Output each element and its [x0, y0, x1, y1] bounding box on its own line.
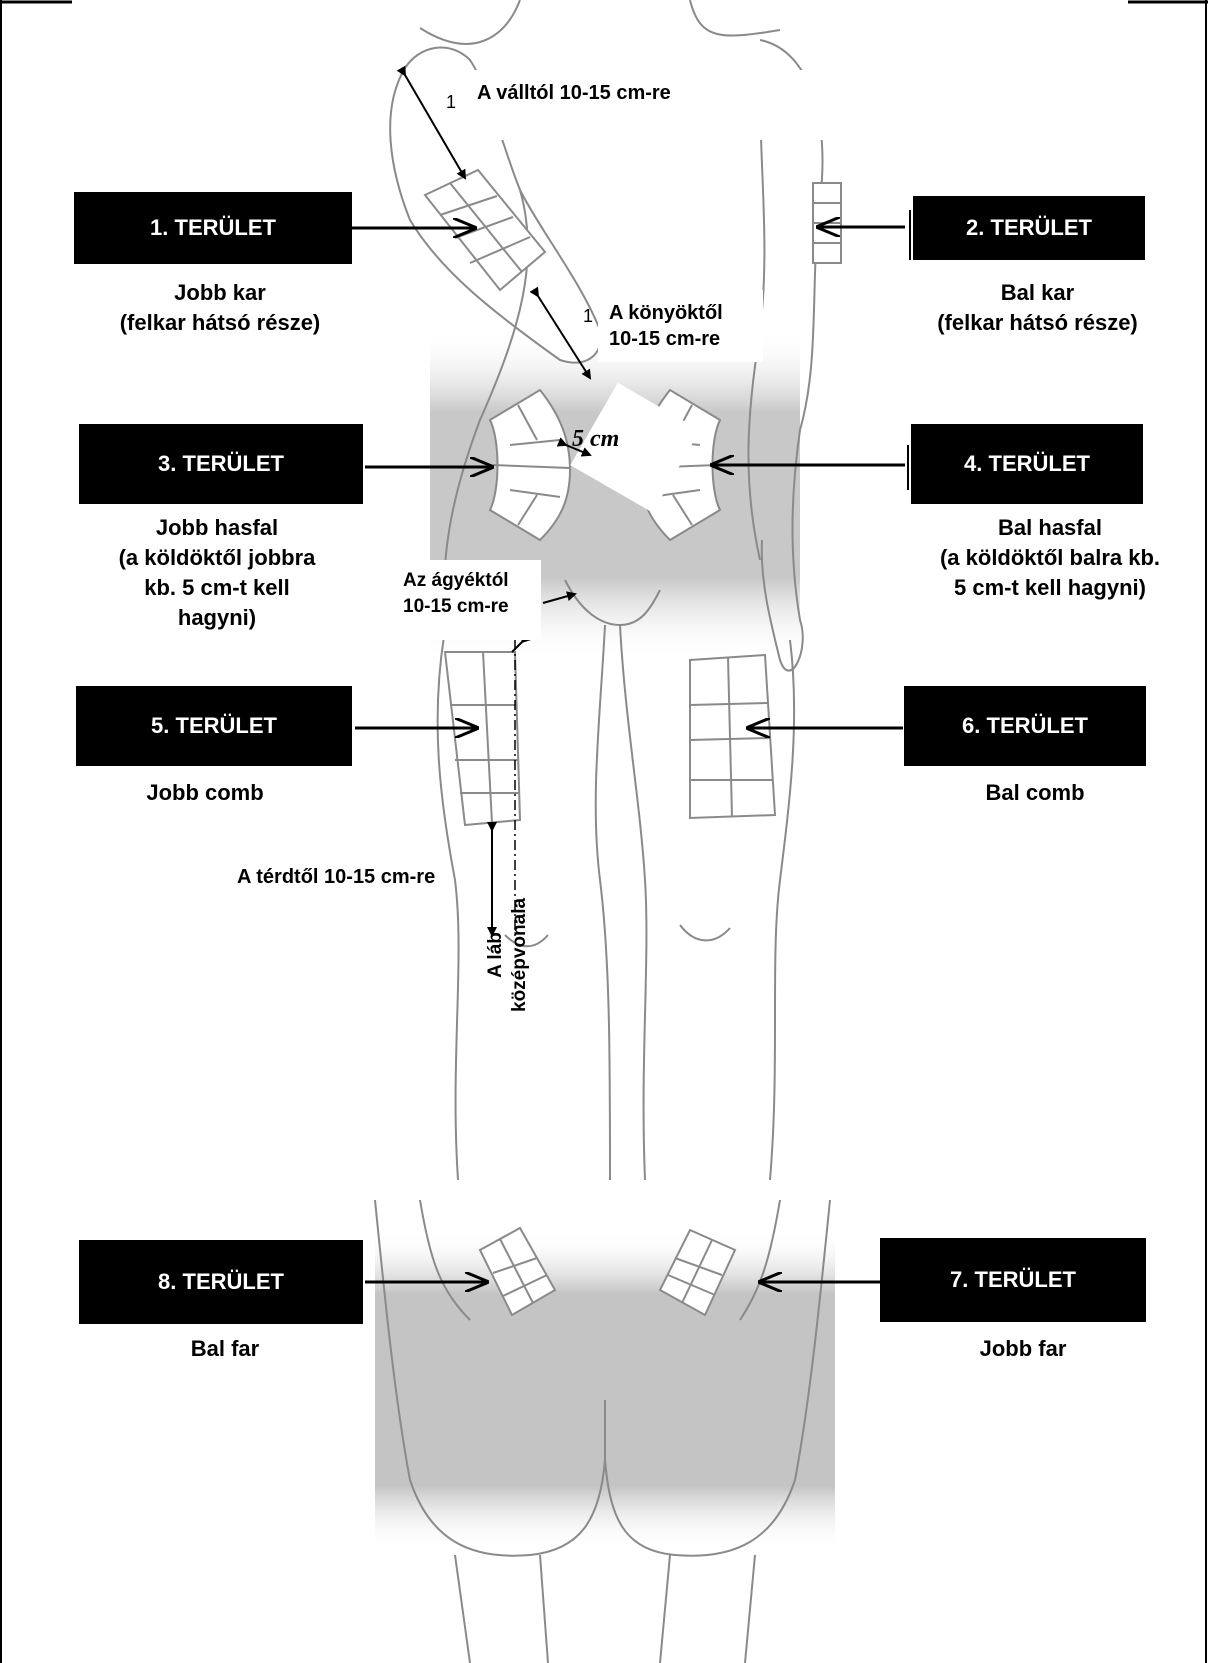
area-3-label: 3. TERÜLET	[79, 424, 363, 504]
area-5-caption: Jobb comb	[90, 778, 320, 808]
area-1-caption: Jobb kar (felkar hátsó része)	[90, 278, 350, 338]
shoulder-distance-note: A válltól 10-15 cm-re	[477, 80, 671, 106]
groin-distance-note: Az ágyéktól 10-15 cm-re	[403, 568, 509, 620]
area-2-label: 2. TERÜLET	[913, 196, 1145, 260]
grid-area-6	[690, 655, 775, 818]
area-4-caption: Bal hasfal (a köldöktől balra kb. 5 cm-t…	[910, 513, 1190, 603]
area-6-caption: Bal comb	[920, 778, 1150, 808]
area-5-label: 5. TERÜLET	[76, 686, 352, 766]
area-7-label: 7. TERÜLET	[880, 1238, 1146, 1322]
area-8-caption: Bal far	[120, 1334, 330, 1364]
shoulder-marker: 1	[446, 92, 456, 113]
leg-midline-note: A láb középvonala	[484, 898, 532, 1012]
area-8-label: 8. TERÜLET	[79, 1240, 363, 1324]
grid-area-5	[445, 652, 520, 825]
left-leg-outline	[620, 625, 646, 1180]
area-6-label: 6. TERÜLET	[904, 686, 1146, 766]
grid-area-2	[813, 183, 841, 263]
buttocks-shading	[375, 1230, 835, 1550]
area-4-label: 4. TERÜLET	[911, 424, 1143, 504]
elbow-distance-note: A könyöktől 10-15 cm-re	[609, 300, 723, 352]
navel-distance-note: 5 cm	[572, 426, 619, 453]
elbow-marker: 1	[583, 306, 593, 327]
knee-distance-note: A térdtől 10-15 cm-re	[237, 864, 435, 890]
area-2-caption: Bal kar (felkar hátsó része)	[900, 278, 1175, 338]
area-1-label: 1. TERÜLET	[74, 192, 352, 264]
area-7-caption: Jobb far	[918, 1334, 1128, 1364]
area-3-caption: Jobb hasfal (a köldöktől jobbra kb. 5 cm…	[82, 513, 352, 633]
